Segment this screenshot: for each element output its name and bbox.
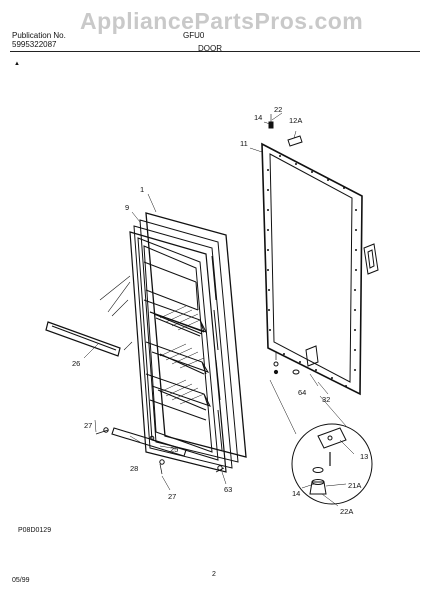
gasket-dots xyxy=(267,155,357,387)
callout-1: 1 xyxy=(140,185,144,194)
footer-date: 05/99 xyxy=(12,577,30,584)
callout-14-top: 14 xyxy=(254,113,262,122)
callout-64: 64 xyxy=(298,388,306,397)
callout-14-detail: 14 xyxy=(292,489,300,498)
callout-63: 63 xyxy=(224,485,232,494)
watermark: AppliancePartsPros.com xyxy=(80,8,364,34)
callout-25: 25 xyxy=(170,445,178,454)
hinge-detail-circle xyxy=(269,379,373,505)
callout-32: 32 xyxy=(322,395,330,404)
hinge-bracket xyxy=(363,243,379,275)
callout-22: 22 xyxy=(274,105,282,114)
part-12a xyxy=(287,135,303,147)
model-number: GFU0 xyxy=(183,31,205,40)
drawing-code: P08D0129 xyxy=(18,527,52,534)
callout-22a: 22A xyxy=(340,507,353,516)
door-assembly xyxy=(129,212,247,473)
publication-label: Publication No. xyxy=(12,31,66,40)
header-tick: ▲ xyxy=(14,61,20,67)
screws xyxy=(95,427,225,475)
callout-26: 26 xyxy=(72,359,80,368)
lower-bar-28 xyxy=(111,427,187,457)
callout-21a: 21A xyxy=(348,481,361,490)
callout-9: 9 xyxy=(125,203,129,212)
callout-12a: 12A xyxy=(289,116,302,125)
door-gasket xyxy=(261,142,363,396)
publication-number: 5995322087 xyxy=(12,40,57,49)
callout-28: 28 xyxy=(130,464,138,473)
shelf-hatching xyxy=(159,305,205,405)
page-number: 2 xyxy=(212,571,216,578)
shelf-bins xyxy=(143,261,211,421)
section-title: DOOR xyxy=(198,44,222,53)
header-rule xyxy=(10,51,420,52)
callout-11: 11 xyxy=(240,139,248,148)
leader-lines xyxy=(83,112,355,507)
callout-labels: 1 9 11 12A 14 22 26 13 14 21A 22A 64 32 … xyxy=(72,105,368,516)
callout-27-bottom: 27 xyxy=(168,492,176,501)
shelf-rail-26 xyxy=(45,321,121,357)
callout-27-left: 27 xyxy=(84,421,92,430)
callout-13: 13 xyxy=(360,452,368,461)
